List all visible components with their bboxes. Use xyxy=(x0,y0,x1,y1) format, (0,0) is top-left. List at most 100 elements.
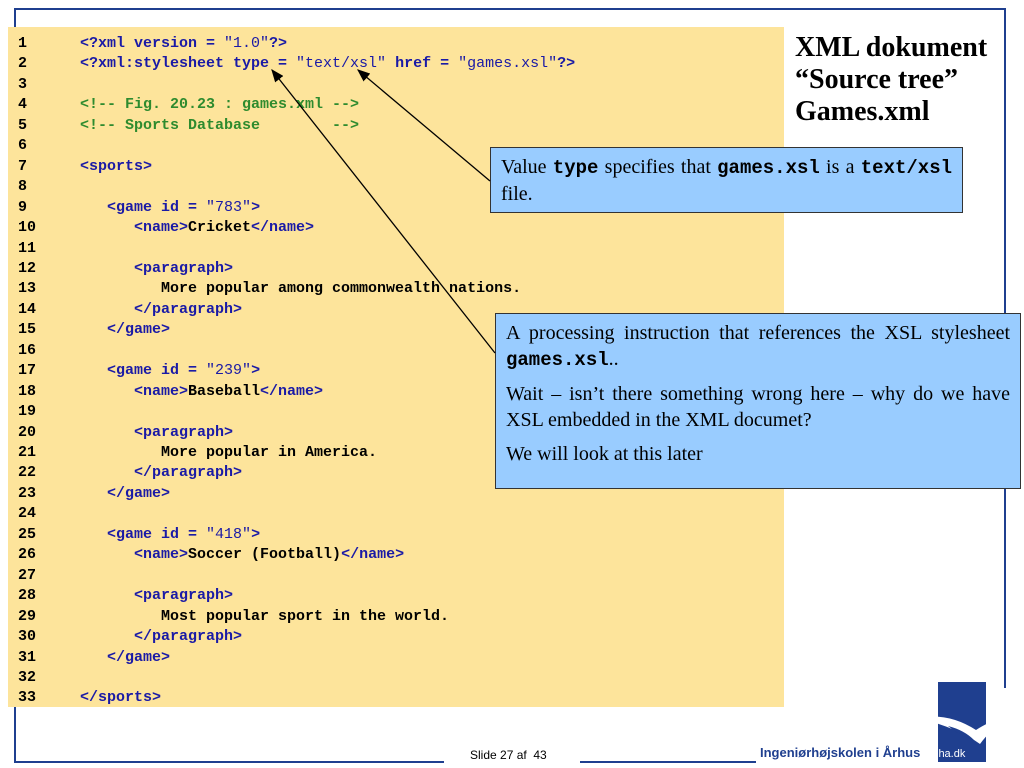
line-number: 22 xyxy=(18,464,37,482)
code-token: </sports> xyxy=(80,689,162,707)
code-line: 21 More popular in America. xyxy=(8,443,377,463)
code-token: "783" xyxy=(206,198,252,216)
title-line-2: “Source tree” xyxy=(795,64,959,95)
code-line: 22 </paragraph> xyxy=(8,463,242,483)
code-text: <!-- Fig. 20.23 : games.xml --> xyxy=(80,95,359,115)
code-text: </paragraph> xyxy=(80,463,242,483)
code-text: <?xml:stylesheet type = "text/xsl" href … xyxy=(80,54,575,74)
code-token: <sports> xyxy=(80,157,153,175)
code-text: <game id = "239"> xyxy=(80,361,260,381)
code-text: </game> xyxy=(80,320,170,340)
code-text: </game> xyxy=(80,648,170,668)
code-token xyxy=(80,464,134,481)
callout-type-attribute: Value type specifies that games.xsl is a… xyxy=(490,147,963,213)
code-token xyxy=(80,219,134,236)
code-line: 28 <paragraph> xyxy=(8,586,233,606)
code-line: 2 <?xml:stylesheet type = "text/xsl" href… xyxy=(8,54,575,74)
line-number: 17 xyxy=(18,362,37,380)
code-token xyxy=(80,526,107,543)
callout-paragraph-1: A processing instruction that references… xyxy=(506,320,1010,373)
callout-text: is a xyxy=(819,156,861,178)
code-line: 16 xyxy=(8,341,80,361)
code-token: Soccer (Football) xyxy=(188,546,342,564)
frame-bottom-line-left xyxy=(14,761,444,763)
code-line: 3 xyxy=(8,75,80,95)
code-line: 14 </paragraph> xyxy=(8,300,242,320)
code-line: 17 <game id = "239"> xyxy=(8,361,260,381)
callout-code: text/xsl xyxy=(860,157,952,179)
line-number: 7 xyxy=(18,157,28,175)
code-text: </sports> xyxy=(80,688,161,708)
code-token: </paragraph> xyxy=(134,628,243,646)
code-token: Baseball xyxy=(188,382,261,400)
code-line: 6 xyxy=(8,136,80,156)
line-number: 9 xyxy=(18,198,28,216)
line-number: 31 xyxy=(18,648,37,666)
code-token: > xyxy=(251,362,261,380)
code-token: </paragraph> xyxy=(134,300,243,318)
code-token: "1.0" xyxy=(224,35,270,52)
line-number: 4 xyxy=(18,96,28,114)
code-token xyxy=(80,424,134,441)
code-text: </paragraph> xyxy=(80,627,242,647)
code-token: > xyxy=(251,525,261,543)
code-token: </name> xyxy=(341,546,405,564)
code-token xyxy=(80,260,134,277)
code-token: <!-- Fig. 20.23 : games.xml --> xyxy=(80,96,360,114)
title-line-3: Games.xml xyxy=(795,96,930,127)
line-number: 1 xyxy=(18,35,28,52)
code-token xyxy=(80,321,107,338)
code-line: 5<!-- Sports Database --> xyxy=(8,116,359,136)
code-text: Most popular sport in the world. xyxy=(80,607,449,627)
code-line: 10 <name>Cricket</name> xyxy=(8,218,314,238)
code-line: 30 </paragraph> xyxy=(8,627,242,647)
code-token: <game id = xyxy=(107,198,207,216)
code-text: </game> xyxy=(80,484,170,504)
code-token: </paragraph> xyxy=(134,464,243,482)
code-line: 15 </game> xyxy=(8,320,170,340)
code-line: 20 <paragraph> xyxy=(8,423,233,443)
code-token: <?xml:stylesheet type = xyxy=(80,55,297,73)
code-token xyxy=(80,383,134,400)
code-token: <!-- Sports Database --> xyxy=(80,116,360,134)
line-number: 26 xyxy=(18,546,37,564)
code-text: <game id = "418"> xyxy=(80,525,260,545)
code-line: 31 </game> xyxy=(8,648,170,668)
callout-processing-instruction: A processing instruction that references… xyxy=(495,313,1021,489)
slide-title: XML dokument “Source tree” Games.xml xyxy=(795,32,1005,128)
line-number: 29 xyxy=(18,607,37,625)
code-token: Cricket xyxy=(188,219,252,237)
code-token: <paragraph> xyxy=(134,423,234,441)
frame-top-line xyxy=(14,8,1006,10)
line-number: 2 xyxy=(18,55,28,73)
code-text: <name>Cricket</name> xyxy=(80,218,314,238)
code-text: <paragraph> xyxy=(80,423,233,443)
line-number: 30 xyxy=(18,628,37,646)
callout-paragraph-3: We will look at this later xyxy=(506,443,703,465)
line-number: 12 xyxy=(18,259,37,277)
code-line: 11 xyxy=(8,239,80,259)
code-text: <paragraph> xyxy=(80,586,233,606)
line-number: 16 xyxy=(18,341,37,359)
line-number: 3 xyxy=(18,75,28,93)
line-number: 23 xyxy=(18,484,37,502)
callout-text: specifies that xyxy=(598,156,718,178)
code-line: 29 Most popular sport in the world. xyxy=(8,607,449,627)
line-number: 6 xyxy=(18,137,28,155)
school-name: Ingeniørhøjskolen i Århus xyxy=(760,745,921,760)
line-number: 11 xyxy=(18,239,37,257)
line-number: 8 xyxy=(18,178,28,196)
code-line: 19 xyxy=(8,402,80,422)
code-token: </game> xyxy=(107,484,171,502)
code-text: <name>Soccer (Football)</name> xyxy=(80,545,404,565)
code-token: <paragraph> xyxy=(134,259,234,277)
line-number: 32 xyxy=(18,668,37,686)
line-number: 24 xyxy=(18,505,37,523)
code-text: <paragraph> xyxy=(80,259,233,279)
code-token: ?> xyxy=(269,35,288,52)
line-number: 25 xyxy=(18,525,37,543)
callout-text: file. xyxy=(501,183,533,205)
line-number: 27 xyxy=(18,566,37,584)
code-token xyxy=(80,546,134,563)
code-line: 13 More popular among commonwealth natio… xyxy=(8,279,521,299)
